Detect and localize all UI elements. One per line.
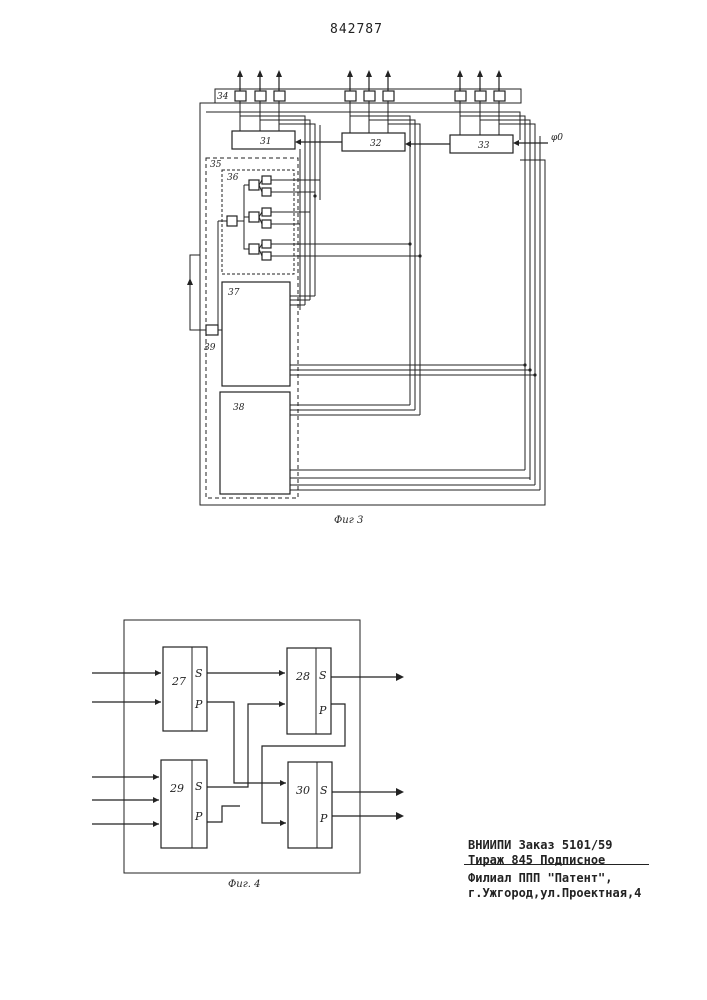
block-27 [163, 647, 207, 731]
block-29-p: P [194, 810, 203, 823]
block-27-s: S [195, 667, 203, 680]
imprint-line-1: ВНИИПИ Заказ 5101/59 [468, 838, 613, 852]
block-30-s: S [320, 784, 328, 797]
label-38: 38 [233, 403, 245, 413]
block-28-s: S [319, 669, 327, 682]
label-31: 31 [260, 137, 271, 147]
imprint-line-4: г.Ужгород,ул.Проектная,4 [468, 886, 641, 900]
block-28 [287, 648, 331, 734]
block-28-label: 28 [295, 670, 310, 683]
figure-4: 27 S P 28 S P 29 S P 30 S P [92, 620, 404, 890]
fig4-wires [92, 673, 401, 824]
label-39: 39 [204, 343, 216, 353]
block-28-p: P [318, 704, 327, 717]
block-38 [220, 392, 290, 494]
imprint-line-3: Филиал ППП "Патент", [468, 871, 613, 885]
label-37: 37 [228, 288, 240, 298]
block-27-p: P [194, 698, 203, 711]
block-29-s: S [195, 780, 203, 793]
imprint-divider [464, 864, 649, 865]
figure-4-caption: Фиг. 4 [228, 879, 261, 890]
label-34: 34 [217, 92, 229, 102]
block-29-label: 29 [169, 782, 184, 795]
figure-3-caption: Фиг 3 [334, 515, 363, 526]
figure-3: 34 [187, 70, 563, 526]
block-29 [161, 760, 207, 848]
block-30 [288, 762, 332, 848]
block-27-label: 27 [171, 675, 186, 688]
block-39 [206, 325, 218, 335]
input-phi0-label: φ0 [551, 133, 563, 143]
label-33: 33 [478, 141, 490, 151]
block-30-p: P [319, 812, 328, 825]
label-32: 32 [370, 139, 382, 149]
label-36: 36 [227, 173, 239, 183]
label-35: 35 [210, 160, 222, 170]
block-30-label: 30 [296, 784, 310, 797]
